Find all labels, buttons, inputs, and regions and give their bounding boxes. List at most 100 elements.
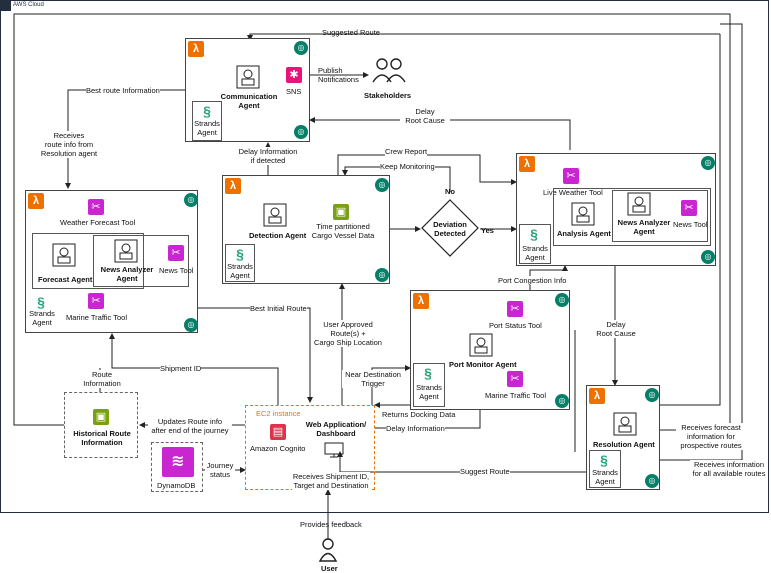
- tool-icon: ✂: [88, 199, 104, 215]
- best-initial-route-label: Best Initial Route: [250, 304, 307, 313]
- strands-agent-label: Strands Agent: [592, 468, 618, 486]
- robot-agent-icon: [114, 239, 138, 263]
- stakeholders-label: Stakeholders: [364, 91, 412, 100]
- robot-agent-icon: [627, 192, 651, 216]
- strands-icon: §: [236, 246, 244, 262]
- communication-agent-label: Communication Agent: [220, 92, 278, 110]
- delay-root-cause-label-1: Delay Root Cause: [400, 107, 450, 125]
- region-icon: ◎: [555, 293, 569, 307]
- keep-monitoring-label: Keep Monitoring: [380, 162, 435, 171]
- provides-feedback-label: Provides feedback: [300, 520, 362, 529]
- forecast-agent-label: Forecast Agent: [38, 275, 93, 284]
- port-status-tool-label: Port Status Tool: [489, 321, 542, 330]
- robot-agent-icon: [52, 243, 76, 267]
- tool-icon: ✂: [507, 301, 523, 317]
- region-icon: ◎: [645, 474, 659, 488]
- strands-icon: §: [203, 103, 211, 119]
- live-weather-tool-label: Live Weather Tool: [543, 188, 603, 197]
- strands-agent-label: Strands Agent: [194, 119, 220, 137]
- forecast-agent-box: λ ◎ ◎ ✂ Weather Forecast Tool Forecast A…: [25, 190, 198, 333]
- s3-bucket-icon: ▣: [333, 204, 349, 220]
- aws-cloud-label: AWS Cloud: [13, 2, 44, 8]
- tool-icon: ✂: [681, 200, 697, 216]
- strands-agent-label: Strands Agent: [227, 262, 253, 280]
- news-analyzer-frame: [93, 235, 189, 287]
- lambda-icon: λ: [413, 293, 429, 309]
- historical-route-box: ▣ Historical Route Information: [64, 392, 138, 458]
- crew-report-label: Crew Report: [385, 147, 428, 156]
- strands-agent-frame: [225, 244, 255, 282]
- strands-agent-frame: [589, 450, 621, 488]
- region-icon: ◎: [184, 318, 198, 332]
- user-label: User: [321, 564, 338, 573]
- sns-icon: ✱: [286, 67, 302, 83]
- delay-root-cause-label-2: Delay Root Cause: [594, 320, 638, 338]
- strands-agent-frame: [192, 101, 222, 141]
- weather-forecast-tool-label: Weather Forecast Tool: [60, 218, 136, 227]
- deviation-no-label: No: [445, 187, 455, 196]
- robot-agent-icon: [613, 412, 637, 436]
- region-icon: ◎: [184, 193, 198, 207]
- receives-all-label: Receives information for all available r…: [690, 460, 768, 478]
- port-congestion-label: Port Congestion Info: [498, 276, 567, 285]
- lambda-icon: λ: [519, 156, 535, 172]
- robot-agent-icon: [263, 203, 287, 227]
- robot-agent-icon: [571, 202, 595, 226]
- strands-agent-frame: [413, 363, 445, 407]
- region-icon: ◎: [375, 268, 389, 282]
- returns-docking-label: Returns Docking Data: [382, 410, 456, 419]
- cognito-label: Amazon Cognito: [250, 444, 306, 453]
- best-route-info-label: Best route Information: [86, 86, 160, 95]
- delay-info-detected-label: Delay Information if detected: [232, 147, 304, 165]
- analysis-agent-box: λ ◎ ◎ ✂ Live Weather Tool Analysis Agent…: [516, 153, 716, 266]
- lambda-icon: λ: [225, 178, 241, 194]
- near-destination-label: Near Destination Trigger: [342, 370, 404, 388]
- news-analyzer-label: News Analyzer Agent: [617, 218, 671, 236]
- route-information-label: Route Information: [80, 370, 124, 388]
- lambda-icon: λ: [28, 193, 44, 209]
- region-icon: ◎: [294, 41, 308, 55]
- strands-agent-label: Strands Agent: [29, 309, 55, 327]
- shipment-id-label: Shipment ID: [160, 364, 202, 373]
- region-icon: ◎: [555, 394, 569, 408]
- monitor-icon: [324, 442, 344, 463]
- communication-agent-box: λ ◎ ◎ ✱ SNS Communication Agent § Strand…: [185, 38, 310, 142]
- suggested-route-label: Suggested Route: [322, 28, 380, 37]
- deviation-decision-diamond: [420, 198, 480, 258]
- journey-status-label: Journey status: [205, 461, 235, 479]
- sns-label: SNS: [286, 87, 302, 96]
- lambda-icon: λ: [188, 41, 204, 57]
- analysis-agent-label: Analysis Agent: [557, 229, 611, 238]
- stakeholders-icon: [372, 58, 408, 89]
- strands-icon: §: [600, 452, 608, 468]
- tool-icon: ✂: [563, 168, 579, 184]
- s3-bucket-icon: ▣: [93, 409, 109, 425]
- deviation-detected-label: Deviation Detected: [433, 220, 467, 238]
- news-tool-label: News Tool: [159, 266, 194, 275]
- lambda-icon: λ: [589, 388, 605, 404]
- detection-agent-label: Detection Agent: [249, 231, 307, 240]
- receives-shipment-label: Receives Shipment ID, Target and Destina…: [292, 472, 370, 490]
- strands-icon: §: [37, 294, 45, 310]
- delay-information-label: Delay Information: [386, 424, 445, 433]
- publish-notifications-label: Publish Notifications: [318, 66, 359, 84]
- cognito-icon: ▤: [270, 424, 286, 440]
- resolution-agent-label: Resolution Agent: [593, 440, 655, 449]
- analysis-frame: [553, 188, 711, 246]
- receives-route-info-label: Receives route info from Resolution agen…: [38, 131, 100, 158]
- tool-icon: ✂: [507, 371, 523, 387]
- ec2-instance-label: EC2 instance: [256, 409, 301, 418]
- region-icon: ◎: [294, 125, 308, 139]
- port-monitor-agent-box: λ ◎ ◎ ✂ Port Status Tool Port Monitor Ag…: [410, 290, 570, 410]
- suggest-route-label: Suggest Route: [460, 467, 510, 476]
- strands-agent-label: Strands Agent: [416, 383, 442, 401]
- tool-icon: ✂: [168, 245, 184, 261]
- updates-route-label: Updates Route info after end of the jour…: [148, 417, 232, 435]
- dynamodb-label: DynamoDB: [157, 481, 196, 490]
- historical-route-label: Historical Route Information: [73, 429, 131, 447]
- strands-agent-label: Strands Agent: [522, 244, 548, 262]
- news-tool-label: News Tool: [673, 220, 708, 229]
- port-monitor-agent-label: Port Monitor Agent: [449, 360, 517, 369]
- region-icon: ◎: [375, 178, 389, 192]
- receives-forecast-label: Receives forecast information for prospe…: [676, 423, 746, 450]
